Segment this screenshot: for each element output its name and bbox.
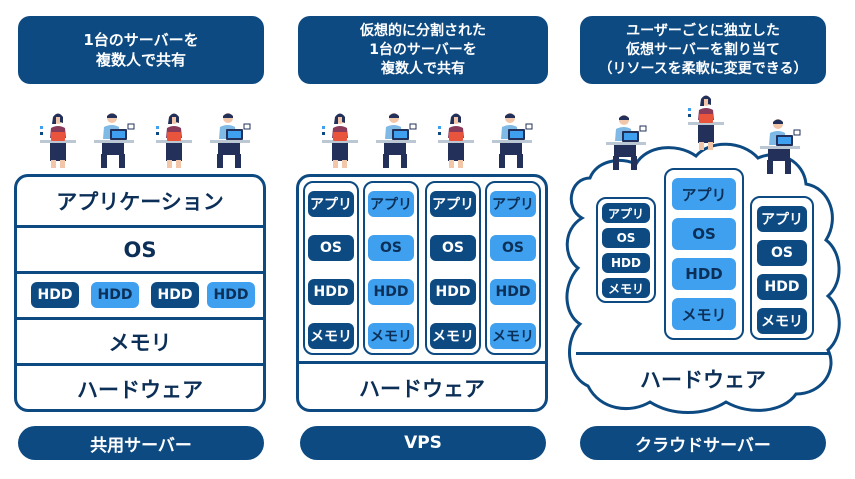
memory-tag: メモリ	[672, 298, 736, 330]
person-with-laptop-icon	[438, 113, 474, 168]
vps-virtual-server: アプリ OS HDD メモリ	[363, 181, 419, 355]
person-with-laptop-icon	[93, 112, 135, 169]
app-tag: アプリ	[490, 191, 536, 217]
person-with-laptop-icon	[688, 95, 724, 150]
shared-os-layer: OS	[17, 225, 263, 271]
cloud-virtual-server-medium: アプリ OS HDD メモリ	[750, 196, 814, 340]
os-tag: OS	[308, 235, 354, 261]
vps-virtual-server: アプリ OS HDD メモリ	[425, 181, 481, 355]
memory-tag: メモリ	[490, 323, 536, 349]
hdd-tag: HDD	[31, 282, 79, 308]
cloud-virtual-server-large: アプリ OS HDD メモリ	[664, 168, 744, 340]
shared-server-panel: アプリケーション OS HDD HDD HDD HDD メモリ ハードウェア	[14, 174, 266, 412]
hdd-tag: HDD	[151, 282, 199, 308]
memory-tag: メモリ	[308, 323, 354, 349]
os-tag: OS	[368, 235, 414, 261]
shared-memory-layer: メモリ	[17, 317, 263, 363]
person-with-laptop-icon	[322, 113, 358, 168]
cloud-hardware-divider	[576, 352, 830, 355]
hdd-tag: HDD	[368, 279, 414, 305]
shared-hardware-label: ハードウェア	[77, 378, 203, 402]
person-with-laptop-icon	[156, 113, 192, 168]
person-with-laptop-icon	[209, 112, 251, 169]
hdd-tag: HDD	[207, 282, 255, 308]
vps-label: VPS	[300, 426, 546, 460]
os-tag: OS	[602, 228, 650, 248]
cloud-hardware-label: ハードウェア	[640, 368, 766, 392]
app-tag: アプリ	[757, 206, 807, 232]
hdd-tag: HDD	[602, 253, 650, 273]
person-with-laptop-icon	[605, 114, 647, 171]
shared-memory-label: メモリ	[108, 330, 172, 355]
cloud-bubble: ユーザーごとに独立した 仮想サーバーを割り当て （リソースを柔軟に変更できる）	[580, 16, 826, 84]
memory-tag: メモリ	[602, 278, 650, 298]
vps-virtual-server: アプリ OS HDD メモリ	[303, 181, 359, 355]
vps-hardware-layer: ハードウェア	[299, 361, 545, 409]
shared-bubble: 1台のサーバーを 複数人で共有	[18, 16, 264, 84]
app-tag: アプリ	[368, 191, 414, 217]
cloud-server-label: クラウドサーバー	[580, 426, 826, 460]
shared-hdd-layer: HDD HDD HDD HDD	[17, 271, 263, 317]
person-with-laptop-icon	[491, 112, 533, 169]
cloud-virtual-server-small: アプリ OS HDD メモリ	[596, 197, 656, 303]
hdd-tag: HDD	[430, 279, 476, 305]
shared-app-label: アプリケーション	[56, 190, 224, 214]
person-with-laptop-icon	[375, 112, 417, 169]
hdd-tag: HDD	[757, 274, 807, 300]
hdd-tag: HDD	[672, 258, 736, 290]
hdd-tag: HDD	[91, 282, 139, 308]
app-tag: アプリ	[602, 203, 650, 223]
memory-tag: メモリ	[368, 323, 414, 349]
app-tag: アプリ	[430, 191, 476, 217]
os-tag: OS	[757, 240, 807, 266]
hdd-tag: HDD	[308, 279, 354, 305]
app-tag: アプリ	[308, 191, 354, 217]
vps-bubble: 仮想的に分割された 1台のサーバーを 複数人で共有	[298, 16, 548, 84]
vps-hardware-label: ハードウェア	[359, 377, 485, 401]
memory-tag: メモリ	[757, 308, 807, 334]
os-tag: OS	[490, 235, 536, 261]
app-tag: アプリ	[672, 178, 736, 210]
person-with-laptop-icon	[759, 118, 801, 175]
memory-tag: メモリ	[430, 323, 476, 349]
vps-panel: アプリ OS HDD メモリ アプリ OS HDD メモリ アプリ OS HDD…	[296, 174, 548, 412]
os-tag: OS	[672, 218, 736, 250]
hdd-tag: HDD	[490, 279, 536, 305]
shared-app-layer: アプリケーション	[17, 177, 263, 225]
shared-os-label: OS	[123, 237, 157, 262]
os-tag: OS	[430, 235, 476, 261]
person-with-laptop-icon	[40, 113, 76, 168]
shared-server-label: 共用サーバー	[18, 426, 264, 460]
vps-virtual-server: アプリ OS HDD メモリ	[485, 181, 541, 355]
shared-hardware-layer: ハードウェア	[17, 363, 263, 409]
